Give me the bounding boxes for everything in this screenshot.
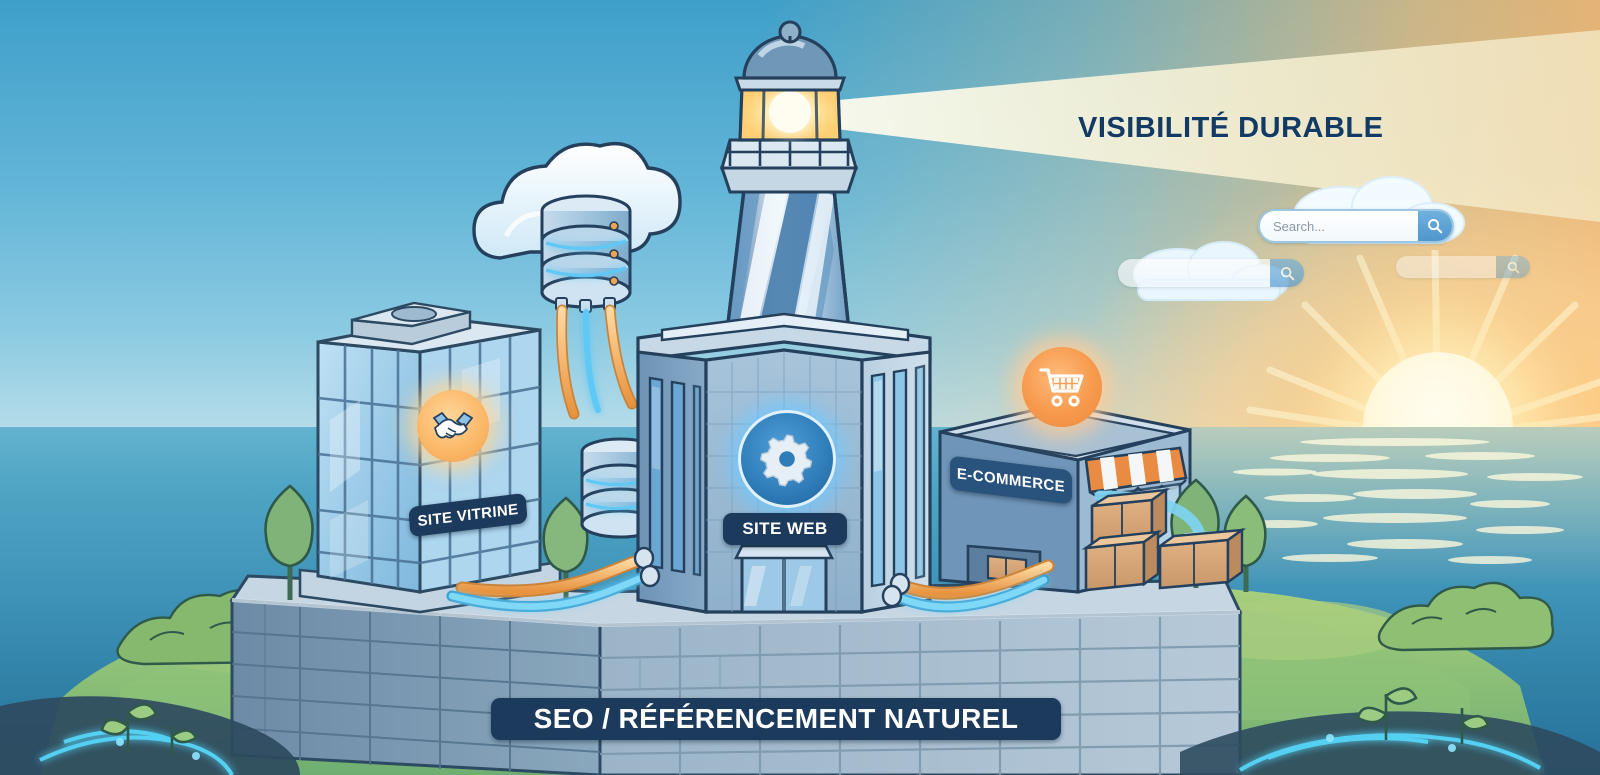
search-button-tertiary[interactable] [1496,256,1530,278]
water-reflection [1233,438,1583,564]
search-icon [1428,219,1443,234]
search-bar-secondary[interactable] [1118,259,1304,287]
glass-tower-site-vitrine [298,301,562,614]
label-seo: SEO / RÉFÉRENCEMENT NATUREL [491,698,1061,740]
network-cables [446,546,1055,613]
search-bar-primary[interactable]: Search... [1258,209,1454,243]
cloud-database-stack [540,194,638,420]
page-title: VISIBILITÉ DURABLE [1078,112,1384,144]
lighthouse-light-beam [795,30,1600,222]
foreground-circuit-soil [0,687,1600,775]
search-button[interactable] [1418,211,1452,241]
handshake-badge [417,390,489,462]
search-placeholder: Search... [1273,218,1326,234]
search-bar-tertiary[interactable] [1396,256,1530,278]
label-site-web: SITE WEB [723,513,847,545]
delivery-boxes [1081,487,1247,592]
gear-badge [738,410,836,508]
search-icon [1507,261,1519,273]
handshake-icon [432,411,474,439]
bush-right [1377,581,1555,652]
search-input[interactable]: Search... [1260,211,1418,241]
search-input-secondary[interactable] [1118,259,1270,287]
search-button-secondary[interactable] [1270,259,1304,287]
lighthouse [719,20,859,342]
tree-left [264,484,314,600]
search-icon [1280,266,1294,280]
cart-badge [1022,347,1102,427]
shopping-cart-icon [1039,368,1084,407]
gear-icon [759,434,813,487]
search-input-tertiary[interactable] [1396,256,1496,278]
